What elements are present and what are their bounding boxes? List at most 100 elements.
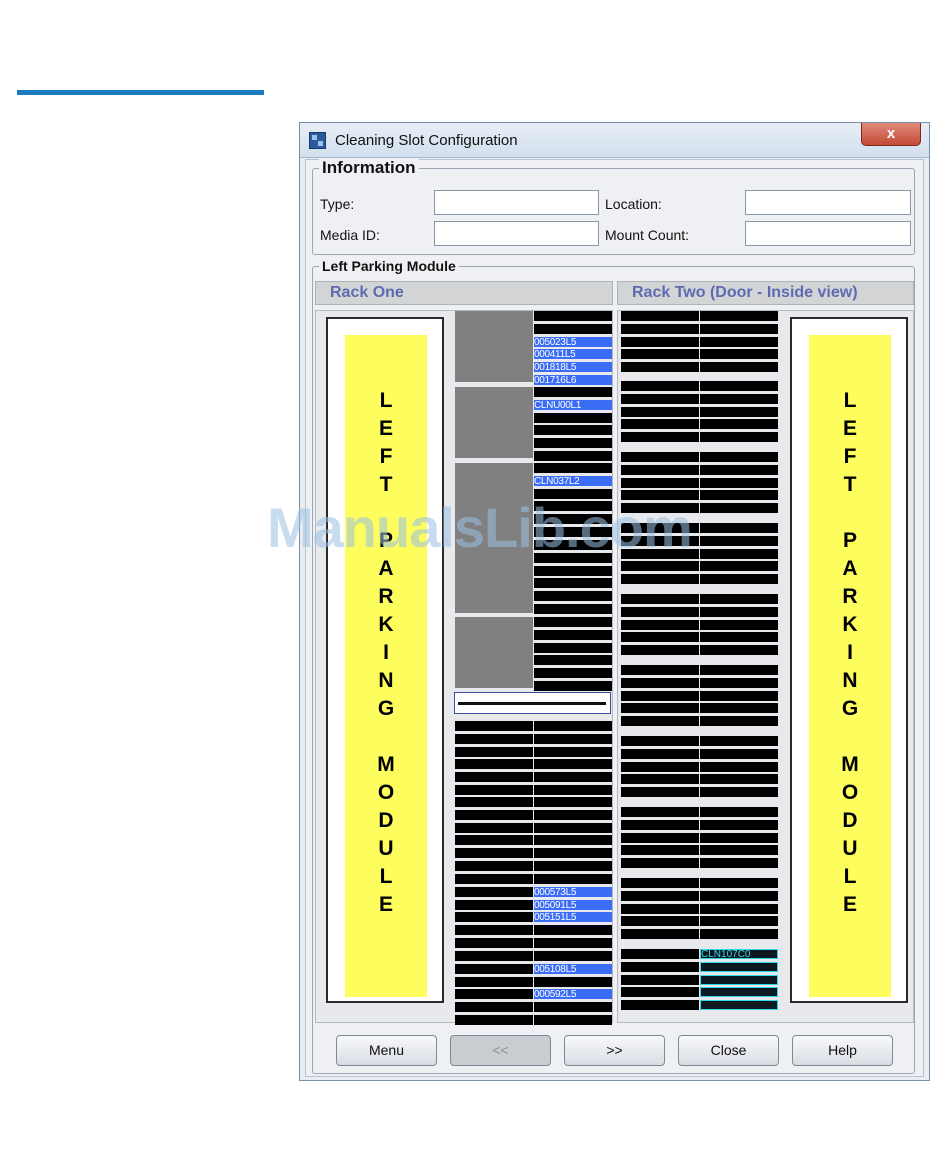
empty-slot[interactable] [621,665,699,675]
empty-slot[interactable] [455,989,533,1000]
previous-button[interactable]: << [450,1035,551,1066]
empty-slot[interactable] [700,349,778,360]
empty-slot[interactable] [700,819,778,830]
empty-slot[interactable] [700,362,778,373]
empty-slot[interactable] [621,393,699,404]
empty-slot[interactable] [621,1000,699,1011]
empty-slot[interactable] [700,677,778,688]
empty-slot[interactable] [534,655,612,666]
empty-slot[interactable] [534,1015,612,1025]
empty-slot[interactable] [700,807,778,817]
empty-slot[interactable] [700,606,778,617]
empty-slot[interactable] [621,845,699,856]
empty-slot[interactable] [534,874,612,884]
empty-slot[interactable] [700,858,778,869]
empty-slot[interactable] [621,477,699,488]
window-close-button[interactable]: x [861,123,921,146]
empty-slot[interactable] [455,951,533,961]
empty-slot[interactable] [621,748,699,759]
drive-slot[interactable] [454,692,611,714]
empty-slot[interactable] [455,938,533,948]
empty-slot[interactable] [700,716,778,727]
empty-slot[interactable] [534,629,612,640]
empty-slot[interactable] [700,878,778,888]
empty-slot[interactable] [534,323,612,334]
empty-slot[interactable] [700,477,778,488]
empty-slot[interactable] [700,561,778,572]
empty-slot[interactable] [700,393,778,404]
empty-slot[interactable] [534,425,612,436]
empty-slot[interactable] [700,523,778,533]
empty-slot[interactable] [700,311,778,321]
empty-slot[interactable] [534,578,612,589]
empty-slot[interactable] [621,858,699,869]
empty-slot[interactable] [621,490,699,501]
mount-count-field[interactable] [745,221,911,246]
empty-slot[interactable] [621,929,699,940]
empty-slot[interactable] [700,832,778,843]
empty-slot[interactable] [700,748,778,759]
empty-slot[interactable] [455,721,533,731]
empty-slot[interactable] [621,419,699,430]
empty-slot[interactable] [621,774,699,785]
empty-slot[interactable] [534,822,612,833]
empty-slot[interactable] [455,861,533,871]
empty-slot[interactable] [700,535,778,546]
empty-slot[interactable] [534,835,612,846]
empty-slot[interactable] [534,642,612,653]
empty-slot[interactable] [700,503,778,514]
empty-slot[interactable] [455,874,533,884]
empty-slot[interactable] [534,1002,612,1013]
empty-slot[interactable] [621,503,699,514]
tape-slot[interactable]: 005151L5 [534,912,612,923]
empty-slot[interactable] [455,925,533,936]
empty-slot[interactable] [621,619,699,630]
empty-slot[interactable] [621,535,699,546]
empty-slot[interactable] [621,677,699,688]
empty-slot[interactable] [700,464,778,475]
empty-slot[interactable] [455,822,533,833]
empty-slot[interactable] [534,387,612,397]
empty-slot[interactable] [700,845,778,856]
empty-slot[interactable] [534,746,612,757]
empty-slot[interactable] [621,832,699,843]
empty-slot[interactable] [455,886,533,897]
empty-slot[interactable] [455,746,533,757]
cleaning-slot[interactable]: CLN107C0 [700,949,778,959]
location-field[interactable] [745,190,911,215]
empty-slot[interactable] [455,759,533,770]
empty-slot[interactable] [621,761,699,772]
empty-slot[interactable] [534,514,612,525]
empty-slot[interactable] [700,490,778,501]
empty-slot[interactable] [621,987,699,998]
next-button[interactable]: >> [564,1035,665,1066]
empty-slot[interactable] [621,452,699,462]
empty-slot[interactable] [621,903,699,914]
empty-slot[interactable] [700,452,778,462]
empty-slot[interactable] [700,736,778,746]
empty-slot[interactable] [534,527,612,537]
tape-slot[interactable]: CLNU00L1 [534,399,612,410]
empty-slot[interactable] [700,336,778,347]
empty-slot[interactable] [700,703,778,714]
empty-slot[interactable] [621,336,699,347]
empty-slot[interactable] [534,311,612,321]
empty-slot[interactable] [455,848,533,859]
empty-slot[interactable] [621,464,699,475]
menu-button[interactable]: Menu [336,1035,437,1066]
tape-slot[interactable]: 000573L5 [534,886,612,897]
empty-slot[interactable] [534,565,612,576]
empty-slot[interactable] [534,451,612,461]
empty-slot[interactable] [455,912,533,923]
empty-slot[interactable] [621,878,699,888]
empty-slot[interactable] [621,574,699,585]
empty-slot[interactable] [700,619,778,630]
tape-slot[interactable]: 001818L5 [534,362,612,373]
empty-slot[interactable] [621,561,699,572]
empty-slot[interactable] [700,594,778,604]
empty-slot[interactable] [455,797,533,807]
empty-slot[interactable] [534,501,612,512]
empty-slot[interactable] [621,632,699,643]
empty-slot[interactable] [621,548,699,559]
empty-slot[interactable] [534,797,612,807]
